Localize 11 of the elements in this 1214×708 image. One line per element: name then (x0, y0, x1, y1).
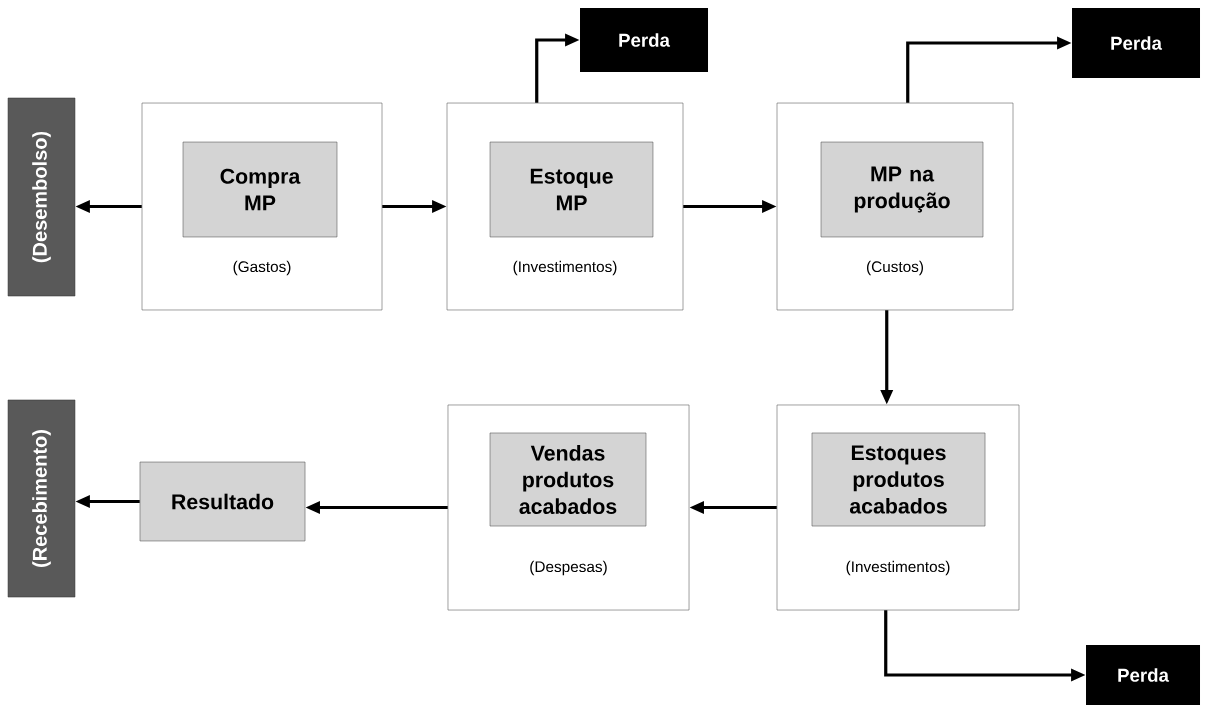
activity-box: Vendas produtos acabados (489, 432, 647, 527)
loss-box: Perda (1072, 8, 1200, 78)
activity-box: Resultado (139, 461, 306, 542)
activity-box: Estoques produtos acabados (811, 432, 986, 527)
loss-box: Perda (1086, 645, 1200, 705)
loss-box: Perda (580, 8, 708, 72)
side-bar: (Desembolso) (7, 97, 76, 297)
side-bar: (Recebimento) (7, 399, 76, 598)
activity-box: Estoque MP (489, 141, 654, 238)
activity-box: MP na produção (820, 141, 984, 238)
activity-box: Compra MP (182, 141, 338, 238)
